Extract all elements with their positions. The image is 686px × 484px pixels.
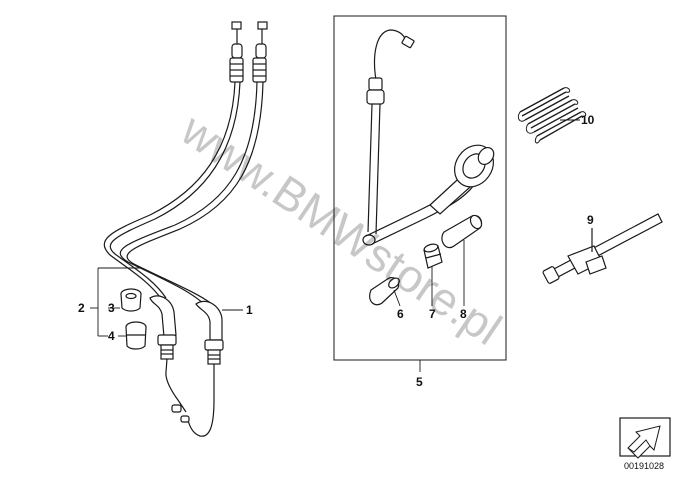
- callout-1: 1: [246, 303, 253, 317]
- callout-4: 4: [108, 329, 115, 343]
- part-number: 00191028: [624, 461, 664, 471]
- callout-7: 7: [429, 307, 436, 321]
- callout-8: 8: [460, 307, 467, 321]
- sleeve-part-4: [125, 321, 147, 350]
- cap-part-6: [369, 277, 400, 306]
- callout-10: 10: [581, 113, 595, 127]
- callout-6: 6: [397, 307, 404, 321]
- callout-9: 9: [587, 213, 594, 227]
- leader-lines-center: [393, 240, 465, 372]
- callout-3: 3: [108, 301, 115, 315]
- sensor-cable: [362, 29, 495, 246]
- leader-lines-left: [90, 267, 243, 337]
- grommet-part-7: [423, 243, 443, 269]
- cable-tie-part-9: [542, 213, 663, 284]
- sleeve-part-8: [441, 214, 483, 249]
- arrow-icon: [619, 417, 671, 459]
- spring-part-10: [517, 87, 587, 144]
- callout-5: 5: [416, 375, 423, 389]
- cable-assembly: [103, 21, 268, 437]
- bushing-part-3: [120, 288, 142, 312]
- callout-2: 2: [78, 301, 85, 315]
